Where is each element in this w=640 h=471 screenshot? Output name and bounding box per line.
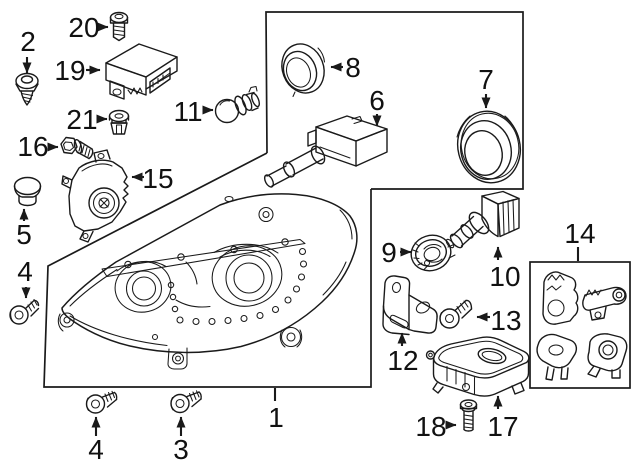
box-headlight-assembly (43, 152, 372, 388)
callout-13-label[interactable]: 13 (490, 305, 521, 336)
part-4-screw-left-drawing (9, 298, 40, 325)
part-1-headlight-assembly-drawing (57, 193, 358, 370)
callout-6[interactable]: 6 (369, 85, 385, 127)
clip-bottom-right (587, 333, 628, 379)
callout-4-bottom-label[interactable]: 4 (88, 434, 104, 465)
callout-14-label[interactable]: 14 (564, 218, 595, 249)
part-16-hex-screw-drawing (60, 136, 94, 160)
part-17-ballast-module-drawing (425, 336, 530, 397)
part-11-bulb-drawing (214, 85, 261, 124)
callout-20[interactable]: 20 (68, 12, 109, 43)
callout-18-label[interactable]: 18 (415, 411, 446, 442)
callout-15[interactable]: 15 (131, 163, 174, 194)
callout-4-left[interactable]: 4 (17, 256, 33, 299)
callout-2[interactable]: 2 (20, 26, 36, 74)
callout-7[interactable]: 7 (478, 64, 494, 109)
box-clip-kit (529, 261, 631, 389)
callout-16[interactable]: 16 (17, 131, 59, 162)
part-7-cap-ring-drawing (456, 110, 522, 184)
part-4-screw-bottom-drawing (85, 390, 118, 414)
part-18-bolt-drawing (459, 399, 478, 432)
callout-3[interactable]: 3 (173, 416, 189, 465)
callout-10[interactable]: 10 (489, 246, 521, 292)
part-8-ring-drawing (281, 43, 326, 98)
callout-5-label[interactable]: 5 (16, 219, 32, 250)
callout-4-bottom[interactable]: 4 (88, 416, 104, 465)
part-19-control-module-drawing (105, 43, 178, 100)
callout-group-boxes (43, 11, 631, 389)
clip-bottom-left (536, 333, 578, 381)
part-5-cap-drawing (13, 176, 42, 207)
callout-17-label[interactable]: 17 (487, 411, 518, 442)
callout-11-label[interactable]: 11 (173, 96, 202, 127)
callout-21-label[interactable]: 21 (66, 104, 97, 135)
callout-12-label[interactable]: 12 (387, 345, 418, 376)
callout-15-label[interactable]: 15 (142, 163, 173, 194)
callout-12[interactable]: 12 (387, 332, 419, 376)
callout-8[interactable]: 8 (330, 52, 361, 83)
callout-1-label[interactable]: 1 (268, 402, 284, 433)
callout-19[interactable]: 19 (54, 55, 101, 86)
part-20-screw-drawing (109, 11, 129, 42)
part-3-screw-drawing (170, 390, 202, 414)
callout-17[interactable]: 17 (487, 395, 519, 442)
callout-21[interactable]: 21 (66, 104, 108, 135)
callout-9-label[interactable]: 9 (381, 237, 397, 268)
callout-6-label[interactable]: 6 (369, 85, 385, 116)
clip-top-right (582, 286, 627, 321)
part-14-clip-kit-drawing (536, 271, 628, 381)
callout-4-left-label[interactable]: 4 (17, 256, 33, 287)
led-dot-trim (167, 247, 308, 326)
callout-2-label[interactable]: 2 (20, 26, 36, 57)
part-13-screw-drawing (439, 299, 473, 329)
callout-16-label[interactable]: 16 (17, 131, 48, 162)
part-10-igniter-bulb-drawing (445, 190, 520, 249)
callout-9[interactable]: 9 (381, 237, 412, 268)
callout-8-label[interactable]: 8 (345, 52, 361, 83)
callout-10-label[interactable]: 10 (489, 261, 520, 292)
callout-5[interactable]: 5 (16, 208, 32, 250)
callout-1[interactable]: 1 (268, 388, 284, 433)
part-15-module-drawing (61, 149, 129, 243)
part-9-retainer-cap-drawing (410, 234, 456, 272)
callout-20-label[interactable]: 20 (68, 12, 99, 43)
callout-7-label[interactable]: 7 (478, 64, 494, 95)
part-12-bracket-drawing (382, 275, 438, 336)
callout-3-label[interactable]: 3 (173, 434, 189, 465)
box-motor-rings (265, 11, 524, 190)
part-6-leveling-motor-drawing (263, 115, 388, 188)
callout-18[interactable]: 18 (415, 411, 457, 442)
callout-13[interactable]: 13 (476, 305, 522, 336)
callout-19-label[interactable]: 19 (54, 55, 85, 86)
callout-11[interactable]: 11 (173, 96, 214, 127)
callout-14[interactable]: 14 (564, 218, 596, 261)
part-2-screw-drawing (15, 72, 39, 106)
clip-top-left (542, 271, 579, 325)
part-21-nut-drawing (108, 109, 130, 135)
